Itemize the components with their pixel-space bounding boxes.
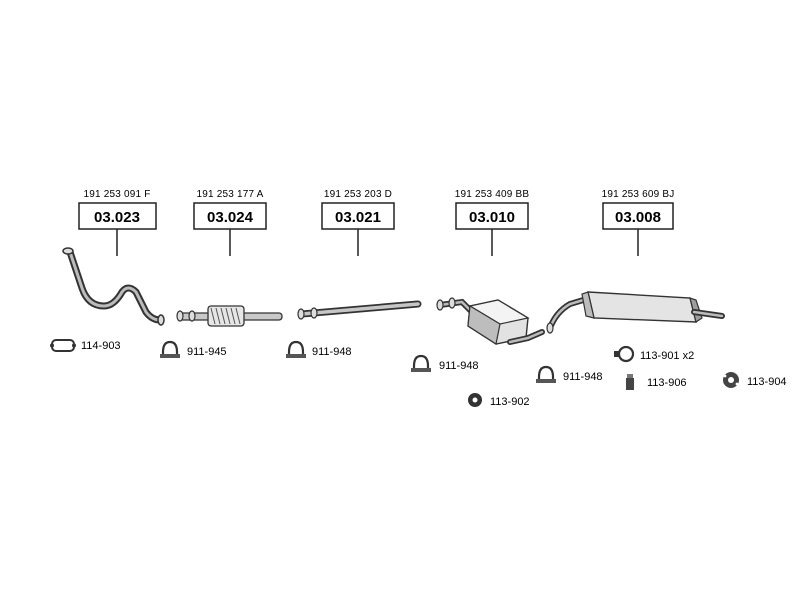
accessory-item: 113-904	[723, 372, 787, 388]
front-pipe-illustration	[62, 247, 165, 326]
accessory-code: 114-903	[81, 340, 121, 352]
part-rear-silencer: 191 253 609 BJ 03.008	[546, 189, 725, 334]
u-clamp-icon	[286, 340, 306, 358]
u-clamp-icon	[411, 354, 431, 372]
part-number: 191 253 177 A	[196, 189, 263, 200]
reference-box	[193, 202, 267, 230]
part-number: 191 253 409 BB	[455, 189, 530, 200]
accessory-item: 911-948	[536, 365, 603, 383]
middle-pipe-illustration	[297, 300, 422, 320]
reference-box	[602, 202, 674, 230]
bushing-icon	[626, 374, 634, 390]
accessory-code: 911-948	[439, 360, 479, 372]
part-number: 191 253 203 D	[324, 189, 392, 200]
accessory-code: 113-906	[647, 377, 687, 389]
accessory-item: 911-945	[160, 340, 227, 358]
accessory-code: 911-948	[312, 346, 352, 358]
reference-box	[321, 202, 395, 230]
accessory-item: 114-903	[50, 339, 121, 352]
accessory-code: 911-945	[187, 346, 227, 358]
clip-bracket-icon	[50, 339, 76, 352]
accessory-code: 113-904	[747, 376, 787, 388]
part-middle-pipe: 191 253 203 D 03.021	[297, 189, 422, 320]
part-flex-pipe: 191 253 177 A 03.024	[176, 189, 283, 327]
accessory-code: 113-902	[490, 396, 530, 408]
part-front-pipe: 191 253 091 F 03.023	[62, 189, 165, 326]
reference-number: 03.024	[207, 209, 254, 226]
accessory-item: 113-906	[626, 374, 687, 390]
part-centre-silencer: 191 253 409 BB 03.010	[436, 189, 545, 345]
reference-number: 03.010	[469, 209, 515, 226]
reference-number: 03.023	[94, 209, 140, 226]
u-clamp-icon	[536, 365, 556, 383]
accessory-item: 113-902	[468, 393, 530, 408]
rear-silencer-illustration	[546, 291, 725, 334]
part-number: 191 253 609 BJ	[602, 189, 675, 200]
u-clamp-icon	[160, 340, 180, 358]
accessory-item: 911-948	[286, 340, 352, 358]
hanger-ring-icon	[614, 345, 635, 363]
gasket-icon	[723, 372, 739, 388]
reference-number: 03.008	[615, 209, 661, 226]
accessory-code: 911-948	[563, 371, 603, 383]
reference-number: 03.021	[335, 209, 381, 226]
rubber-mount-icon	[468, 393, 482, 407]
accessory-item: 911-948	[411, 354, 479, 372]
centre-silencer-illustration	[436, 297, 545, 345]
accessory-code: 113-901 x2	[640, 350, 694, 362]
part-number: 191 253 091 F	[83, 189, 150, 200]
accessory-item: 113-901 x2	[614, 345, 694, 363]
flex-pipe-illustration	[176, 305, 283, 327]
